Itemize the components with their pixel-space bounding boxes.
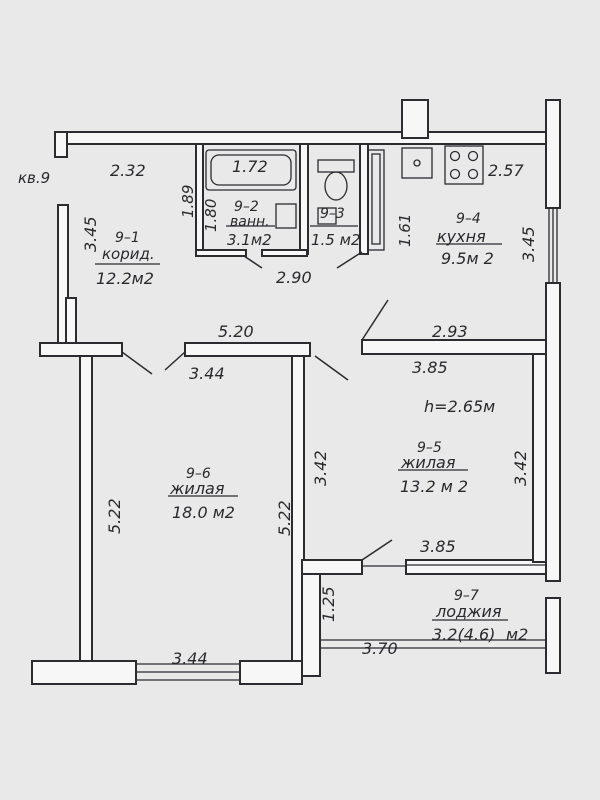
wall-left-corridor	[54, 131, 68, 158]
wall-wc-right	[359, 143, 369, 255]
door-swings	[121, 251, 393, 561]
room-unit-loggia: м2	[506, 625, 528, 644]
room-number-corridor: 9–1	[115, 230, 140, 246]
stove	[444, 145, 484, 185]
room-name-corridor: корид.	[102, 245, 155, 263]
door-left-room	[121, 351, 153, 375]
dimension-label: 5.22	[105, 498, 124, 534]
wc-sink	[317, 207, 337, 225]
door-loggia	[361, 539, 393, 561]
door-bath	[243, 255, 263, 269]
wall-right-lower	[545, 282, 561, 582]
wall-bath-bottom	[195, 249, 247, 257]
door-right-room	[314, 355, 349, 381]
dimension-label: 1.61	[396, 214, 414, 247]
wall-left-room	[79, 355, 93, 667]
wall-loggia-stub	[301, 559, 363, 575]
dimension-label: 3.85	[412, 358, 448, 377]
room-area-wc: 1.5 м2	[311, 231, 360, 249]
dimension-label: 1.25	[319, 586, 338, 622]
dimension-label: 2.93	[432, 322, 468, 341]
dimension-label: 2.32	[110, 161, 146, 180]
kitchen-cabinet	[367, 149, 385, 251]
wall-bottom-right	[239, 660, 303, 685]
dimension-label: 3.44	[172, 649, 208, 668]
wall-right-upper	[545, 99, 561, 209]
burner-icon	[467, 150, 479, 162]
room-number-living-6: 9–6	[186, 466, 211, 482]
bathtub	[205, 149, 297, 191]
room-area-corridor: 12.2м2	[96, 269, 154, 288]
room-area-bathroom: 3.1м2	[227, 231, 272, 249]
wall-loggia-left	[301, 573, 321, 677]
door-mid-room	[164, 351, 186, 371]
wall-bath-right	[299, 143, 309, 255]
burner-icon	[467, 168, 479, 180]
fixtures	[205, 145, 484, 251]
room-area-loggia: 3.2(4.6)	[432, 625, 495, 644]
room-number-loggia: 9–7	[454, 588, 479, 604]
kitchen-sink	[401, 147, 433, 179]
burner-icon	[449, 168, 461, 180]
dimension-label: 1.89	[179, 185, 197, 218]
door-kitchen	[361, 299, 389, 341]
wall-h-left	[39, 342, 123, 357]
wall-right-loggia	[545, 597, 561, 674]
room-name-living-5: жилая	[400, 453, 456, 472]
dimension-label: 2.57	[488, 161, 524, 180]
wall-left-stub	[65, 297, 77, 344]
dimension-label: 5.22	[275, 500, 294, 536]
height-label: h=2.65м	[424, 397, 495, 416]
dimension-label: 3.45	[519, 226, 538, 262]
door-wc	[336, 251, 363, 269]
room-name-loggia: лоджия	[435, 602, 502, 621]
room-number-kitchen: 9–4	[456, 211, 481, 227]
room-area-kitchen: 9.5м 2	[441, 249, 494, 268]
dimension-label: 3.45	[81, 216, 100, 252]
wall-top	[54, 131, 548, 145]
dimension-label: 5.20	[218, 322, 254, 341]
wall-right-inner	[532, 353, 547, 563]
toilet-bowl	[324, 171, 348, 201]
apartment-label: кв.9	[18, 169, 50, 187]
room-name-kitchen: кухня	[437, 227, 486, 246]
dimension-label: 3.42	[311, 450, 330, 486]
room-number-wc: 9–3	[320, 206, 345, 222]
wall-loggia-top-right	[405, 559, 547, 575]
fraction-lines	[95, 225, 508, 621]
wall-kitchen-bottom	[361, 339, 547, 355]
wall-h-mid	[184, 342, 311, 357]
dimension-label: 3.44	[189, 364, 225, 383]
dimension-label: 2.90	[276, 268, 312, 287]
windows	[136, 208, 558, 681]
room-number-bathroom: 9–2	[234, 199, 259, 215]
dimension-label: 1.72	[232, 157, 268, 176]
room-number-living-5: 9–5	[417, 440, 442, 456]
room-name-bathroom: ванн.	[230, 214, 270, 230]
walls	[31, 99, 561, 685]
dimension-label: 1.80	[202, 199, 220, 232]
burner-icon	[449, 150, 461, 162]
wall-wc-bottom	[261, 249, 308, 257]
dimension-label: 3.42	[511, 450, 530, 486]
wall-top-stub	[401, 99, 429, 139]
room-name-living-6: жилая	[169, 479, 225, 498]
dimension-label: 3.85	[420, 537, 456, 556]
wall-bottom-left	[31, 660, 137, 685]
bath-sink	[275, 203, 297, 229]
dimension-label: 3.70	[362, 639, 398, 658]
room-area-living-6: 18.0 м2	[172, 503, 235, 522]
room-area-living-5: 13.2 м 2	[400, 477, 468, 496]
